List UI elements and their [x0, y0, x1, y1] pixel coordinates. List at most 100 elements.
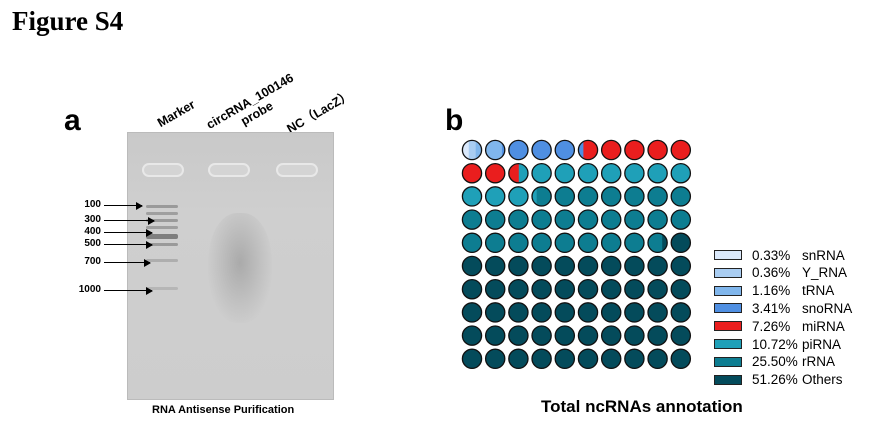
- waffle-cell-outline: [647, 325, 668, 346]
- waffle-cell-part: [532, 349, 552, 369]
- waffle-cell-outline: [508, 139, 529, 161]
- waffle-cell: [461, 209, 483, 230]
- gel-well: [208, 163, 250, 177]
- waffle-cell-part: [532, 140, 552, 160]
- waffle-cell-outline: [647, 278, 668, 300]
- waffle-cell: [647, 302, 668, 323]
- legend-item: 25.50%rRNA: [714, 354, 835, 369]
- waffle-cell-part: [508, 233, 529, 253]
- legend-label: Y_RNA: [802, 265, 848, 281]
- waffle-cell-part: [624, 210, 644, 230]
- waffle-cell: [484, 348, 506, 370]
- legend-label: snoRNA: [802, 300, 853, 316]
- waffle-cell: [531, 209, 552, 230]
- waffle-cell-part: [468, 140, 476, 160]
- waffle-cell: [670, 186, 692, 207]
- legend-item: 51.26%Others: [714, 372, 843, 387]
- waffle-cell: [531, 255, 552, 277]
- waffle-cell-outline: [554, 209, 576, 230]
- waffle-cell: [554, 162, 576, 184]
- waffle-cell: [670, 232, 692, 254]
- waffle-cell-part: [624, 349, 644, 369]
- waffle-cell: [461, 139, 483, 161]
- legend-item: 3.41% snoRNA: [714, 300, 853, 316]
- legend-item: 7.26%miRNA: [714, 319, 845, 334]
- waffle-cell: [600, 325, 622, 346]
- waffle-cell-outline: [554, 278, 576, 300]
- waffle-cell: [600, 232, 622, 254]
- waffle-cell-part: [578, 326, 598, 346]
- waffle-cell: [670, 302, 692, 323]
- waffle-cell: [647, 255, 668, 277]
- waffle-cell-part: [578, 256, 598, 276]
- waffle-cell-part: [485, 326, 505, 346]
- waffle-cell-part: [532, 326, 552, 346]
- waffle-cell: [554, 209, 576, 230]
- waffle-cell-outline: [484, 232, 506, 254]
- waffle-cell: [531, 302, 552, 323]
- waffle-cell-outline: [461, 302, 483, 323]
- waffle-cell-part: [485, 163, 505, 183]
- waffle-cell-part: [462, 279, 482, 299]
- waffle-cell-part: [624, 186, 644, 206]
- waffle-cell-outline: [670, 162, 692, 184]
- waffle-cell-outline: [577, 232, 599, 254]
- waffle-cell: [647, 162, 668, 184]
- waffle-cell-part: [671, 163, 691, 183]
- marker-arrow-icon: [104, 258, 151, 267]
- gel-well: [276, 163, 318, 177]
- waffle-cell-part: [648, 349, 668, 369]
- legend-value: 10.72%: [752, 336, 798, 352]
- waffle-cell-part: [508, 186, 529, 206]
- waffle-cell-part: [578, 302, 598, 322]
- waffle-cell: [461, 162, 483, 184]
- waffle-cell-part: [555, 302, 575, 322]
- waffle-cell-part: [518, 163, 529, 183]
- waffle-cell: [461, 232, 483, 254]
- waffle-chart: [461, 139, 692, 370]
- waffle-cell-outline: [484, 209, 506, 230]
- waffle-cell-part: [475, 140, 482, 160]
- waffle-cell-part: [508, 163, 520, 183]
- waffle-cell-outline: [624, 162, 645, 184]
- waffle-cell-outline: [647, 255, 668, 277]
- waffle-cell-part: [532, 210, 552, 230]
- waffle-cell-outline: [508, 302, 529, 323]
- legend-swatch: [714, 303, 742, 314]
- waffle-cell-part: [508, 349, 529, 369]
- waffle-cell-part: [536, 186, 552, 206]
- waffle-cell-outline: [647, 232, 668, 254]
- gel-band: [146, 226, 178, 229]
- waffle-cell: [461, 325, 483, 346]
- waffle-cell-part: [601, 302, 621, 322]
- legend-label: tRNA: [802, 283, 835, 299]
- marker-arrow-icon: [104, 201, 143, 210]
- waffle-cell-part: [485, 233, 505, 253]
- waffle-cell-part: [671, 302, 691, 322]
- waffle-cell-outline: [577, 302, 599, 323]
- waffle-cell-part: [462, 140, 470, 160]
- waffle-cell-part: [462, 163, 482, 183]
- waffle-cell-outline: [670, 232, 692, 254]
- gel-band: [146, 287, 178, 290]
- waffle-cell: [508, 162, 529, 184]
- waffle-cell-outline: [600, 186, 622, 207]
- waffle-cell-outline: [508, 325, 529, 346]
- waffle-cell-part: [532, 186, 537, 206]
- panel-b-title: Total ncRNAs annotation: [541, 397, 743, 416]
- waffle-cell: [484, 209, 506, 230]
- legend-value: 3.41%: [752, 300, 791, 316]
- waffle-cell-part: [508, 302, 529, 322]
- marker-size-label: 300: [84, 214, 101, 225]
- waffle-cell-part: [648, 210, 668, 230]
- waffle-cell-part: [508, 256, 529, 276]
- legend-swatch: [714, 250, 742, 260]
- legend-swatch: [714, 285, 742, 296]
- waffle-cell-part: [462, 210, 482, 230]
- waffle-cell: [461, 302, 483, 323]
- waffle-cell: [600, 302, 622, 323]
- waffle-cell: [577, 139, 599, 161]
- waffle-cell-outline: [600, 278, 622, 300]
- waffle-cell-part: [555, 233, 575, 253]
- waffle-cell-part: [671, 186, 691, 206]
